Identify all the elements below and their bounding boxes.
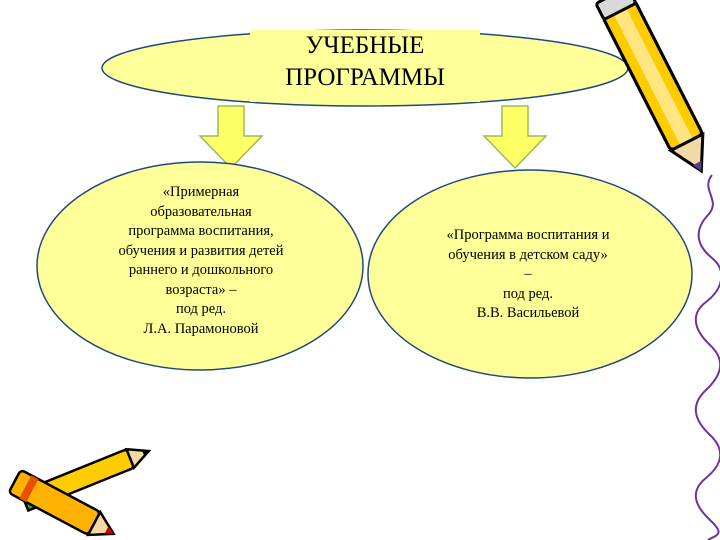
left-ellipse	[36, 161, 364, 371]
right-line: под ред.	[502, 285, 554, 302]
right-node-text: «Программа воспитания и обучения в детск…	[408, 226, 648, 324]
left-line: раннего и дошкольного	[128, 262, 274, 278]
left-line: программа воспитания,	[128, 223, 274, 239]
left-line: под ред.	[175, 301, 227, 317]
pencil-icon	[595, 0, 705, 174]
arrow-right	[482, 105, 548, 170]
left-node-text: «Примерная образовательная программа вос…	[82, 183, 320, 339]
left-line: «Примерная	[162, 184, 240, 200]
right-ellipse	[367, 169, 693, 379]
right-line: «Программа воспитания и	[446, 227, 610, 243]
left-line: возраста» –	[165, 281, 237, 298]
pencils-icon	[8, 447, 152, 537]
right-line: обучения в детском саду»	[448, 246, 608, 263]
squiggle-line	[695, 174, 720, 540]
left-line: обучения и развития детей	[118, 242, 284, 259]
left-line: образовательная	[150, 203, 252, 220]
right-line: В.В. Васильевой	[476, 305, 580, 321]
left-line: Л.А. Парамоновой	[143, 320, 259, 337]
top-line: УЧЕБНЫЕ	[305, 32, 425, 59]
arrow-left	[198, 105, 264, 170]
top-line: ПРОГРАММЫ	[285, 64, 445, 91]
right-line: –	[524, 266, 532, 282]
top-node-title: УЧЕБНЫЕ ПРОГРАММЫ	[250, 30, 480, 102]
